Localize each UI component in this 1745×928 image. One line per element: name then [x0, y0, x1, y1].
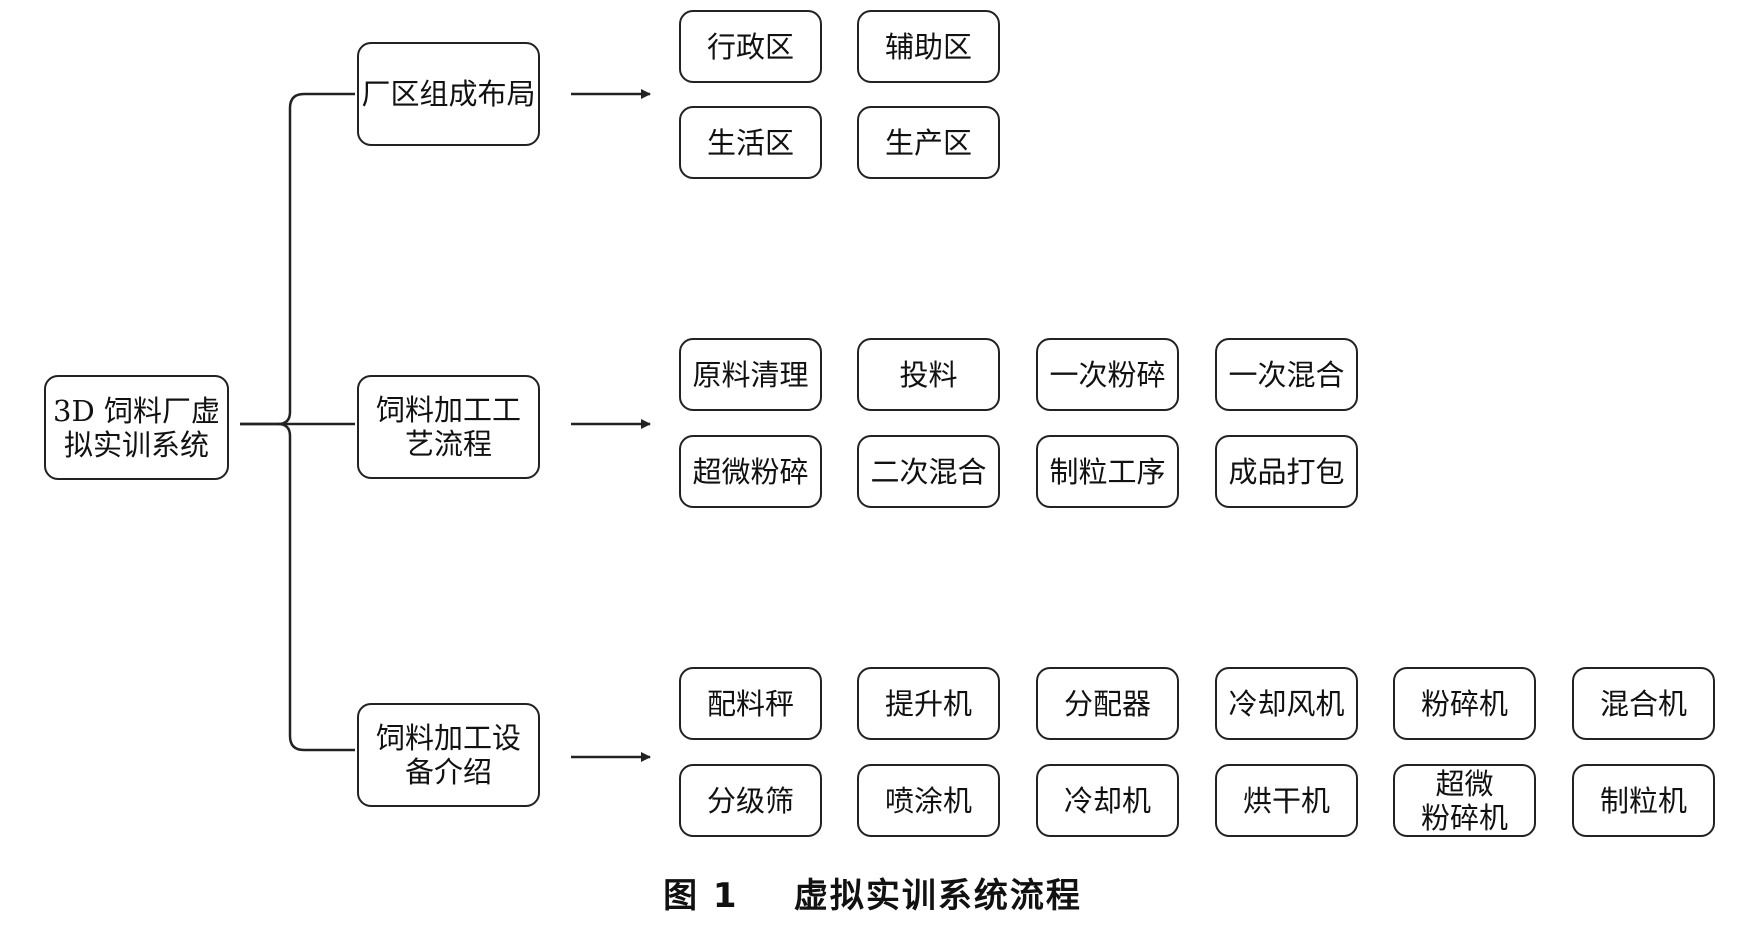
brace-line	[240, 92, 355, 426]
item-production-area: 生产区	[857, 106, 1000, 179]
item-packaging: 成品打包	[1215, 435, 1358, 508]
item-mixer: 混合机	[1572, 667, 1715, 740]
item-ultrafine-grinding: 超微粉碎	[679, 435, 822, 508]
item-distributor: 分配器	[1036, 667, 1179, 740]
item-raw-material-cleaning: 原料清理	[679, 338, 822, 411]
figure-caption: 图 1 虚拟实训系统流程	[0, 868, 1745, 917]
item-feeding: 投料	[857, 338, 1000, 411]
item-elevator: 提升机	[857, 667, 1000, 740]
branch-node-feed-process: 饲料加工工 艺流程	[357, 375, 540, 479]
item-primary-mixing: 一次混合	[1215, 338, 1358, 411]
figure-number: 图 1	[663, 876, 739, 916]
item-grinder: 粉碎机	[1393, 667, 1536, 740]
item-dryer: 烘干机	[1215, 764, 1358, 837]
item-pellet-mill: 制粒机	[1572, 764, 1715, 837]
item-primary-grinding: 一次粉碎	[1036, 338, 1179, 411]
brace-line	[240, 422, 355, 752]
item-ultrafine-grinder: 超微 粉碎机	[1393, 764, 1536, 837]
item-living-area: 生活区	[679, 106, 822, 179]
item-pelleting: 制粒工序	[1036, 435, 1179, 508]
item-cooler: 冷却机	[1036, 764, 1179, 837]
item-secondary-mixing: 二次混合	[857, 435, 1000, 508]
item-batching-scale: 配料秤	[679, 667, 822, 740]
item-auxiliary-area: 辅助区	[857, 10, 1000, 83]
item-grading-sieve: 分级筛	[679, 764, 822, 837]
item-cooling-fan: 冷却风机	[1215, 667, 1358, 740]
root-node: 3D 饲料厂虚 拟实训系统	[44, 375, 229, 480]
branch-node-equipment: 饲料加工设 备介绍	[357, 703, 540, 807]
item-coating-machine: 喷涂机	[857, 764, 1000, 837]
item-admin-area: 行政区	[679, 10, 822, 83]
figure-title: 虚拟实训系统流程	[793, 876, 1082, 916]
branch-node-factory-layout: 厂区组成布局	[357, 42, 540, 146]
